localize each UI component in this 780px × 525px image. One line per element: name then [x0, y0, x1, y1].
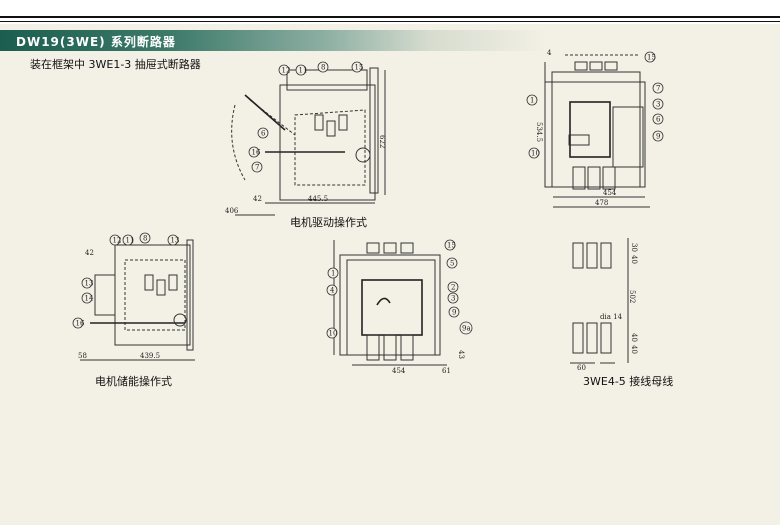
dim-offset: 42 — [253, 195, 262, 203]
dim-span: 502 — [628, 290, 636, 303]
caption-busbar: 3WE4-5 接线母线 — [583, 375, 674, 388]
callout: 3 — [656, 101, 660, 109]
callout: 3 — [451, 295, 455, 303]
dim-pitch: 60 — [577, 364, 586, 372]
top-rule-thin — [0, 21, 780, 22]
dim-bottom: 43 — [457, 350, 465, 359]
callout: 7 — [255, 164, 259, 172]
dim-offset: 42 — [85, 249, 94, 257]
front-view-bottom-drawing: 15 5 1 4 2 3 9 9a 10 454 61 43 — [326, 239, 473, 375]
callout: 15 — [355, 64, 364, 72]
callout: 10 — [329, 330, 338, 338]
dim-inner-width: 454 — [603, 189, 617, 197]
subtitle: 装在框架中 3WE1-3 抽屉式断路器 — [30, 58, 201, 71]
callout: 14 — [85, 295, 94, 303]
callout: 12 — [113, 237, 122, 245]
callout: 16 — [252, 149, 261, 157]
top-margin — [0, 0, 780, 24]
dim-side: 61 — [442, 367, 451, 375]
front-view-top-drawing: 15 7 1 3 6 9 10 4 534.5 454 478 — [526, 49, 664, 208]
dim-depth: 439.5 — [140, 352, 160, 360]
callout: 1 — [331, 270, 335, 278]
dim-left: 58 — [78, 352, 87, 360]
caption-motor-drive: 电机驱动操作式 — [290, 216, 367, 229]
motor-drive-drawing: 12 11 8 15 6 16 7 622 445.5 42 406 — [225, 61, 386, 216]
caption-motor-storage: 电机储能操作式 — [95, 375, 172, 388]
dim-height: 622 — [378, 135, 386, 148]
callout: 5 — [450, 260, 454, 268]
callout: 11 — [126, 237, 135, 245]
dim-d2: 40 — [630, 255, 638, 264]
callout: 12 — [282, 67, 291, 75]
dim-d3: 40 — [630, 333, 638, 342]
callout: 9 — [656, 133, 660, 141]
busbar-drawing: 30 40 502 dia 14 40 40 60 — [570, 238, 638, 372]
dim-swing: 406 — [225, 207, 239, 215]
callout: 4 — [330, 287, 335, 295]
callout: 2 — [451, 284, 455, 292]
callout: 15 — [647, 54, 656, 62]
dim-hole: dia 14 — [600, 313, 623, 321]
dim-top: 4 — [547, 49, 552, 57]
top-rule — [0, 16, 780, 18]
dim-d1: 30 — [630, 243, 638, 252]
dim-depth: 445.5 — [308, 195, 328, 203]
callout: 10 — [531, 150, 540, 158]
callout: 9a — [462, 325, 471, 333]
callout: 1 — [530, 97, 534, 105]
motor-storage-drawing: 12 11 8 13 13 14 16 42 58 439.5 — [72, 232, 195, 361]
callout: 16 — [76, 320, 85, 328]
callout: 7 — [656, 85, 660, 93]
callout: 9 — [452, 309, 456, 317]
dim-height: 534.5 — [535, 122, 543, 142]
callout: 6 — [656, 116, 661, 124]
callout: 6 — [261, 130, 266, 138]
callout: 15 — [447, 242, 456, 250]
section-header: DW19(3WE) 系列断路器 — [0, 30, 780, 51]
callout: 8 — [321, 64, 325, 72]
callout: 11 — [299, 67, 308, 75]
section-title: DW19(3WE) 系列断路器 — [16, 35, 176, 49]
callout: 13 — [85, 280, 94, 288]
dim-outer-width: 478 — [595, 199, 608, 207]
dim-d4: 40 — [630, 345, 638, 354]
callout: 13 — [171, 237, 180, 245]
callout: 8 — [143, 235, 147, 243]
dim-width: 454 — [392, 367, 406, 375]
